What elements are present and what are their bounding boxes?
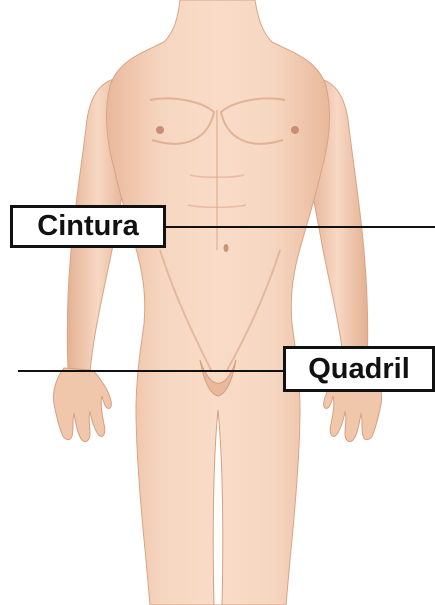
hip-label-text: Quadril bbox=[308, 355, 410, 384]
waist-label-text: Cintura bbox=[37, 212, 139, 241]
hip-label: Quadril bbox=[283, 346, 435, 392]
waist-label: Cintura bbox=[10, 205, 166, 248]
